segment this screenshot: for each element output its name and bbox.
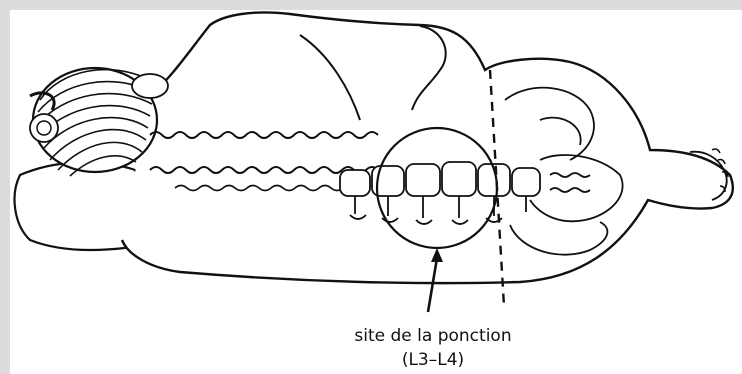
patient-body-outline: [122, 12, 733, 283]
caption-line-1: site de la ponction: [62, 326, 742, 346]
caption-line-2: (L3–L4): [62, 350, 742, 370]
